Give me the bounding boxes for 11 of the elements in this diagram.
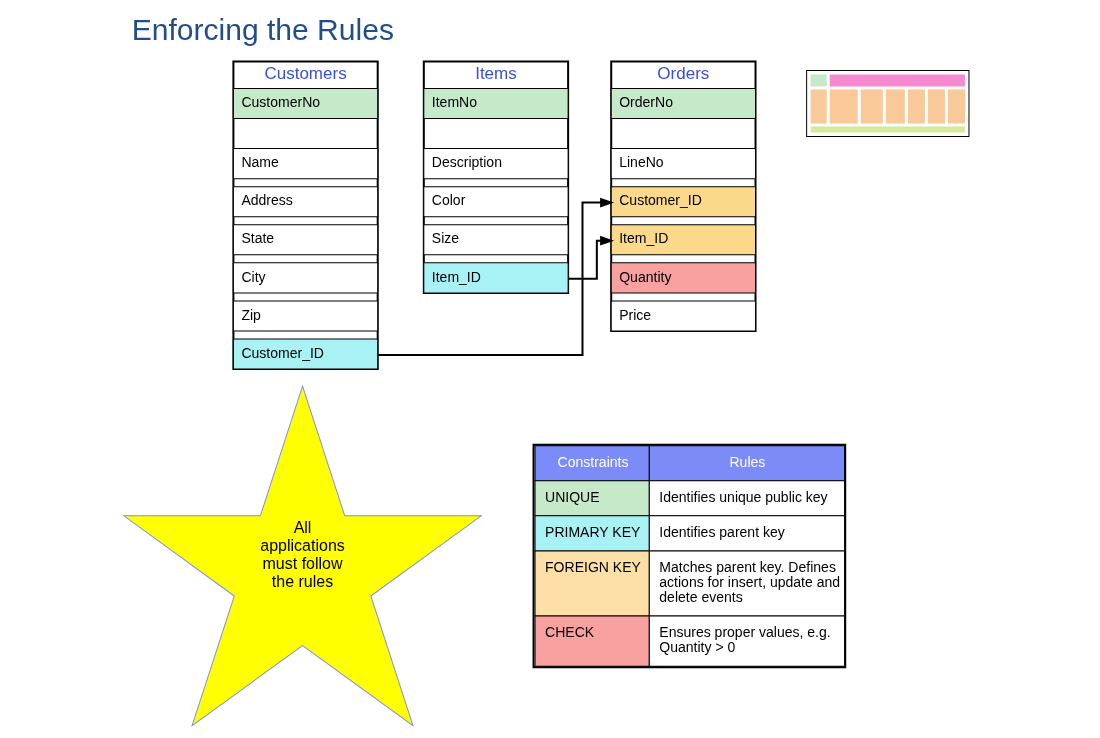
- diagram-title: Enforcing the Rules: [131, 13, 394, 47]
- label: Matches parent key. Defines actions for insert, update and delete events: [658, 559, 840, 606]
- label: FOREIGN KEY: [544, 559, 641, 576]
- label: Identifies parent key: [658, 524, 785, 541]
- label: Rules: [728, 453, 765, 470]
- label: PRIMARY KEY: [544, 524, 640, 541]
- label: Identifies unique public key: [658, 488, 828, 505]
- label: UNIQUE: [544, 488, 600, 505]
- label: Constraints: [557, 453, 628, 470]
- label: CHECK: [544, 624, 594, 641]
- label: Ensures proper values, e.g. Quantity > 0: [658, 624, 831, 656]
